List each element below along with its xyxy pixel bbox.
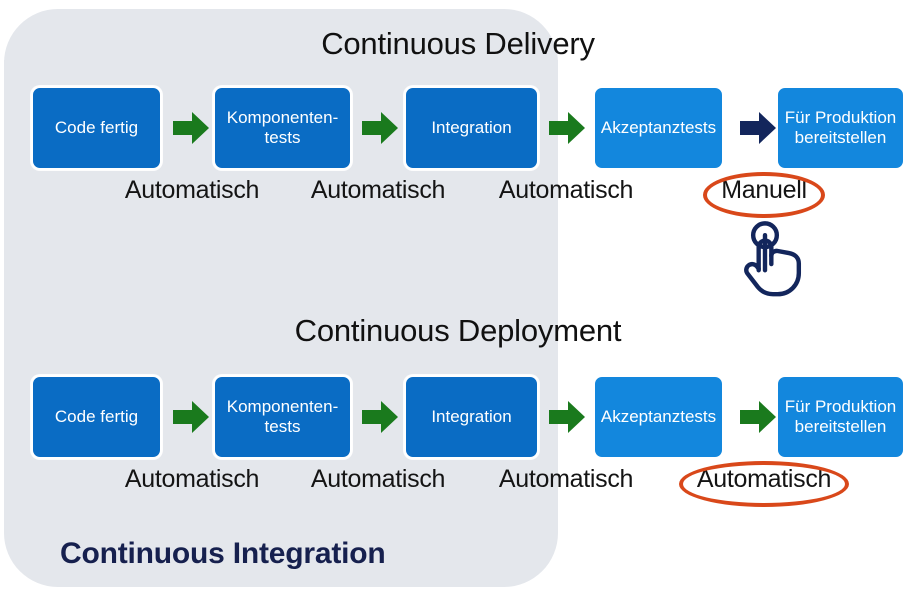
- process-box-continuous-delivery-3[interactable]: Integration: [404, 86, 539, 170]
- process-box-continuous-delivery-4[interactable]: Akzeptanztests: [593, 86, 724, 170]
- arrow-icon-continuous-delivery-2: [361, 111, 399, 145]
- caption-continuous-delivery-2: Automatisch: [310, 176, 446, 204]
- arrow-icon-continuous-delivery-1: [172, 111, 210, 145]
- caption-continuous-deployment-1: Automatisch: [124, 465, 260, 493]
- tap-hand-icon: [732, 218, 820, 306]
- process-box-label: Code fertig: [54, 117, 139, 137]
- arrow-icon-continuous-deployment-2: [361, 400, 399, 434]
- process-box-label: Code fertig: [54, 406, 139, 426]
- process-box-label: Akzeptanztests: [600, 117, 717, 137]
- process-box-continuous-deployment-2[interactable]: Komponenten- tests: [213, 375, 352, 459]
- caption-continuous-delivery-4: Manuell: [721, 176, 807, 204]
- process-box-label: Integration: [431, 117, 512, 137]
- caption-continuous-delivery-1: Automatisch: [124, 176, 260, 204]
- process-box-continuous-deployment-1[interactable]: Code fertig: [31, 375, 162, 459]
- process-box-label: Komponenten- tests: [226, 396, 339, 436]
- process-box-label: Für Produktion bereitstellen: [784, 396, 897, 436]
- caption-continuous-delivery-3: Automatisch: [498, 176, 634, 204]
- process-box-label: Akzeptanztests: [600, 406, 717, 426]
- arrow-icon-continuous-deployment-1: [172, 400, 210, 434]
- process-box-label: Integration: [431, 406, 512, 426]
- process-box-continuous-deployment-5[interactable]: Für Produktion bereitstellen: [776, 375, 905, 459]
- arrow-icon-continuous-deployment-4: [739, 400, 777, 434]
- process-box-label: Komponenten- tests: [226, 107, 339, 147]
- caption-continuous-deployment-4: Automatisch: [696, 465, 832, 493]
- process-box-continuous-deployment-3[interactable]: Integration: [404, 375, 539, 459]
- arrow-icon-continuous-delivery-4: [739, 111, 777, 145]
- arrow-icon-continuous-delivery-3: [548, 111, 586, 145]
- arrow-icon-continuous-deployment-3: [548, 400, 586, 434]
- continuous-integration-label: Continuous Integration: [60, 537, 386, 570]
- process-box-label: Für Produktion bereitstellen: [784, 107, 897, 147]
- section-title-continuous-delivery: Continuous Delivery: [321, 26, 595, 61]
- caption-continuous-deployment-3: Automatisch: [498, 465, 634, 493]
- process-box-continuous-delivery-1[interactable]: Code fertig: [31, 86, 162, 170]
- process-box-continuous-delivery-5[interactable]: Für Produktion bereitstellen: [776, 86, 905, 170]
- section-title-continuous-deployment: Continuous Deployment: [294, 313, 622, 348]
- process-box-continuous-deployment-4[interactable]: Akzeptanztests: [593, 375, 724, 459]
- caption-continuous-deployment-2: Automatisch: [310, 465, 446, 493]
- process-box-continuous-delivery-2[interactable]: Komponenten- tests: [213, 86, 352, 170]
